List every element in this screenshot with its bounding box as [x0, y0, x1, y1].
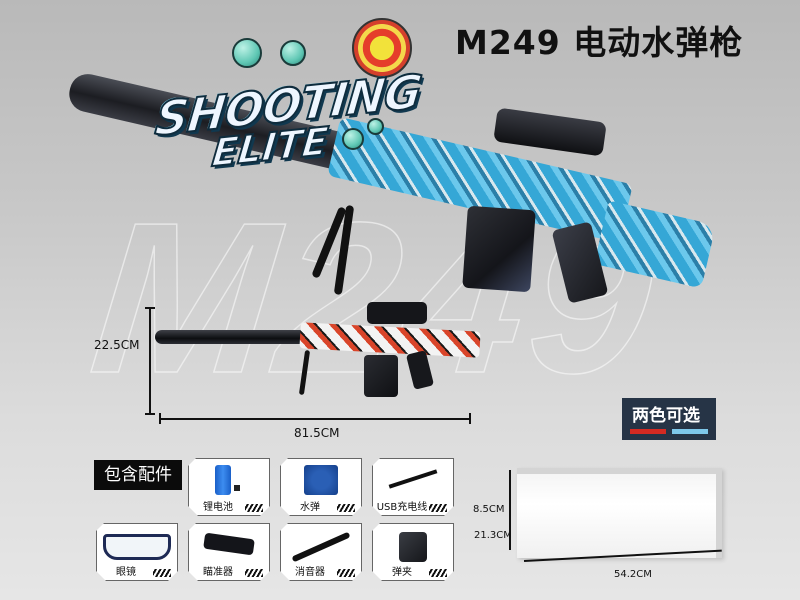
water-bead-graphic	[280, 40, 306, 66]
accessory-card-battery: 锂电池	[188, 458, 270, 516]
accessory-card-silencer: 消音器	[280, 523, 362, 581]
stripes-decoration	[153, 569, 171, 577]
small-gun-scope	[367, 302, 427, 324]
accessory-card-magazine: 弹夹	[372, 523, 454, 581]
height-dimension-line	[149, 307, 151, 415]
accessories-title: 包含配件	[94, 460, 182, 490]
packaging-box	[517, 468, 722, 558]
goggles-icon	[103, 534, 171, 560]
usb-cable-icon	[389, 469, 438, 488]
stripes-decoration	[429, 504, 447, 512]
stripes-decoration	[429, 569, 447, 577]
accessory-label: 瞄准器	[203, 567, 233, 578]
accessory-card-water-beads: 水弹	[280, 458, 362, 516]
color-options-badge: 两色可选	[622, 398, 716, 440]
gun-length-label: 81.5CM	[294, 426, 340, 440]
accessory-label: 水弹	[300, 502, 320, 513]
water-bead-graphic	[232, 38, 262, 68]
blue-color-swatch	[672, 429, 708, 434]
small-gun-magazine	[364, 355, 398, 397]
color-options-label: 两色可选	[632, 406, 700, 426]
accessory-card-usb-cable: USB充电线	[372, 458, 454, 516]
big-gun-scope	[493, 107, 607, 157]
accessory-label: 锂电池	[203, 502, 233, 513]
dimension-tick	[145, 413, 155, 415]
box-height-label: 8.5CM	[473, 504, 505, 515]
dimension-tick	[145, 307, 155, 309]
target-icon	[352, 18, 412, 78]
battery-connector-icon	[234, 485, 240, 491]
stripes-decoration	[337, 504, 355, 512]
stripes-decoration	[245, 569, 263, 577]
scope-icon	[203, 533, 255, 556]
water-bead-graphic	[367, 118, 384, 135]
accessory-card-scope: 瞄准器	[188, 523, 270, 581]
accessory-label: 弹夹	[392, 567, 412, 578]
magazine-icon	[399, 532, 427, 562]
gun-height-label: 22.5CM	[94, 338, 140, 352]
water-beads-icon	[304, 465, 338, 495]
small-gun-barrel	[155, 330, 310, 344]
accessory-label: 消音器	[295, 567, 325, 578]
red-color-swatch	[630, 429, 666, 434]
battery-icon	[215, 465, 231, 495]
accessory-card-goggles: 眼镜	[96, 523, 178, 581]
stripes-decoration	[245, 504, 263, 512]
product-title: M249 电动水弹枪	[455, 23, 744, 62]
box-depth-label: 21.3CM	[474, 530, 512, 541]
accessory-label: USB充电线	[376, 502, 428, 513]
dimension-tick	[469, 413, 471, 424]
dimension-tick	[159, 413, 161, 424]
accessory-label: 眼镜	[116, 567, 136, 578]
box-height-line	[509, 470, 511, 550]
silencer-icon	[291, 532, 350, 563]
stripes-decoration	[337, 569, 355, 577]
water-bead-graphic	[342, 128, 364, 150]
big-gun-magazine	[462, 205, 536, 293]
box-length-label: 54.2CM	[614, 569, 652, 580]
length-dimension-line	[159, 418, 471, 420]
